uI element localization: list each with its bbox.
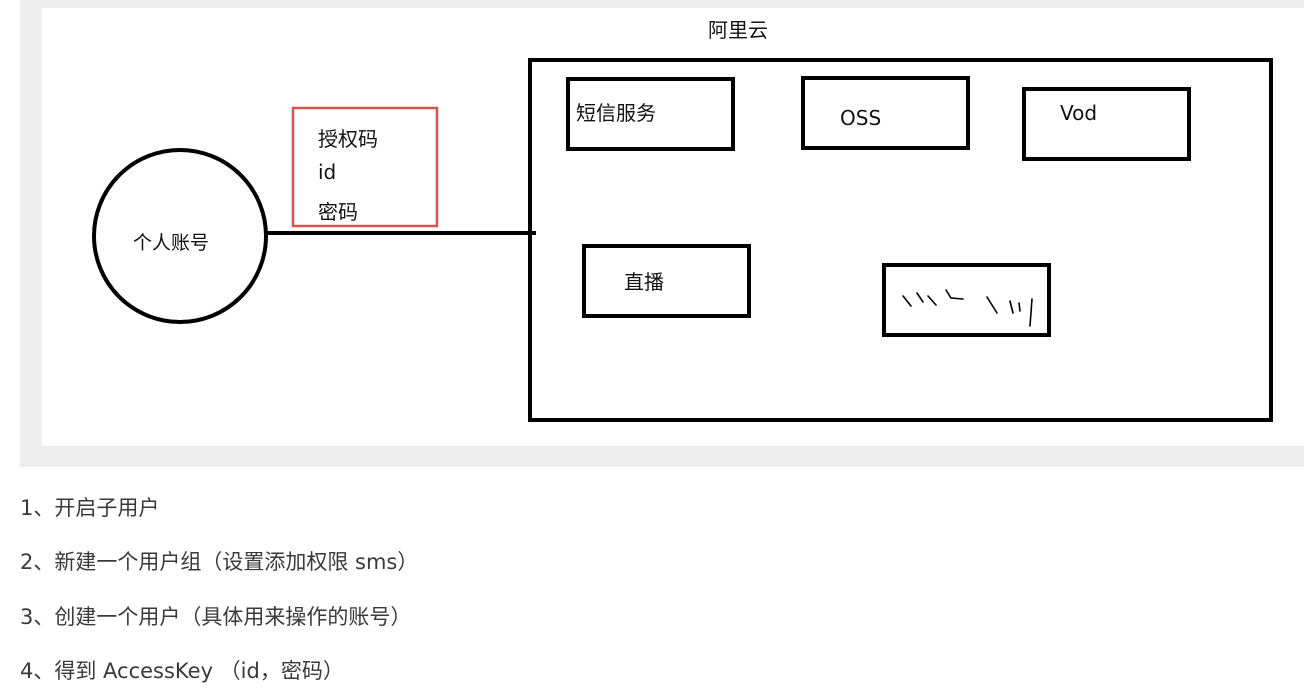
credential-auth-code: 授权码 (318, 127, 378, 151)
diagram-shapes (92, 58, 1273, 422)
sms-service-label: 短信服务 (576, 101, 656, 125)
oss-service-box (801, 76, 970, 150)
step-1: 1、开启子用户 (20, 496, 160, 520)
credentials-box (291, 106, 439, 228)
oss-service-label: OSS (840, 106, 882, 130)
cloud-box (528, 58, 1273, 422)
account-label: 个人账号 (133, 232, 210, 254)
live-service-box (582, 244, 751, 318)
account-circle (92, 148, 268, 324)
live-service-label: 直播 (624, 270, 664, 294)
other-service-box (882, 263, 1051, 337)
step-4: 4、得到 AccessKey （id，密码） (20, 659, 344, 683)
scribble-marks (902, 289, 1033, 327)
sms-service-box (566, 77, 735, 151)
credential-id: id (318, 160, 337, 184)
step-2: 2、新建一个用户组（设置添加权限 sms） (20, 550, 419, 574)
step-3: 3、创建一个用户（具体用来操作的账号） (20, 605, 412, 629)
vod-service-box (1022, 87, 1191, 161)
vod-service-label: Vod (1060, 101, 1098, 125)
credential-password: 密码 (318, 200, 358, 224)
cloud-title: 阿里云 (708, 18, 768, 42)
